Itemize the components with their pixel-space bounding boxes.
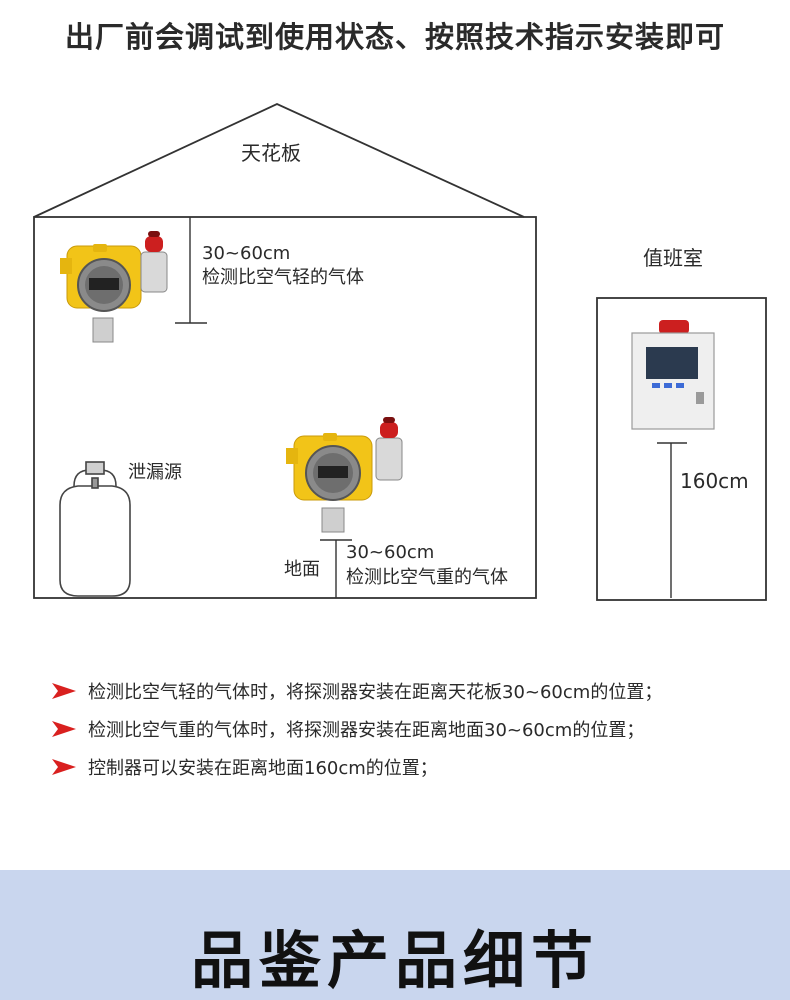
section-banner: 品鉴产品细节 [0,870,790,1000]
note-item: 控制器可以安装在距离地面160cm的位置； [52,748,772,786]
note-item: 检测比空气轻的气体时，将探测器安装在距离天花板30~60cm的位置； [52,672,772,710]
red-arrow-icon [52,683,76,699]
upper-distance-text: 30~60cm [202,243,291,264]
leak-source-label: 泄漏源 [128,462,182,483]
duty-room-label: 值班室 [643,246,703,270]
installation-notes: 检测比空气轻的气体时，将探测器安装在距离天花板30~60cm的位置； 检测比空气… [52,672,772,786]
upper-distance-marker [175,217,207,324]
note-text: 控制器可以安装在距离地面160cm的位置； [88,758,438,779]
gas-cylinder-icon [59,461,131,597]
note-text: 检测比空气重的气体时，将探测器安装在距离地面30~60cm的位置； [88,720,645,741]
page-headline: 出厂前会调试到使用状态、按照技术指示安装即可 [64,20,725,54]
controller-cabinet-icon [631,320,715,430]
lower-description: 检测比空气重的气体 [346,567,508,588]
banner-title: 品鉴产品细节 [190,924,599,997]
controller-height-text: 160cm [680,469,749,493]
house-outline [33,103,537,599]
note-item: 检测比空气重的气体时，将探测器安装在距离地面30~60cm的位置； [52,710,772,748]
upper-gas-detector-icon [60,231,168,343]
controller-height-marker [657,442,687,598]
ceiling-label: 天花板 [241,141,301,165]
lower-distance-marker [320,539,352,598]
floor-label: 地面 [284,559,320,580]
lower-distance-text: 30~60cm [346,542,435,563]
installation-diagram [33,103,767,601]
duty-room-box [596,297,767,601]
red-arrow-icon [52,759,76,775]
lower-gas-detector-icon [286,417,403,533]
upper-description: 检测比空气轻的气体 [202,267,364,288]
note-text: 检测比空气轻的气体时，将探测器安装在距离天花板30~60cm的位置； [88,682,663,703]
red-arrow-icon [52,721,76,737]
